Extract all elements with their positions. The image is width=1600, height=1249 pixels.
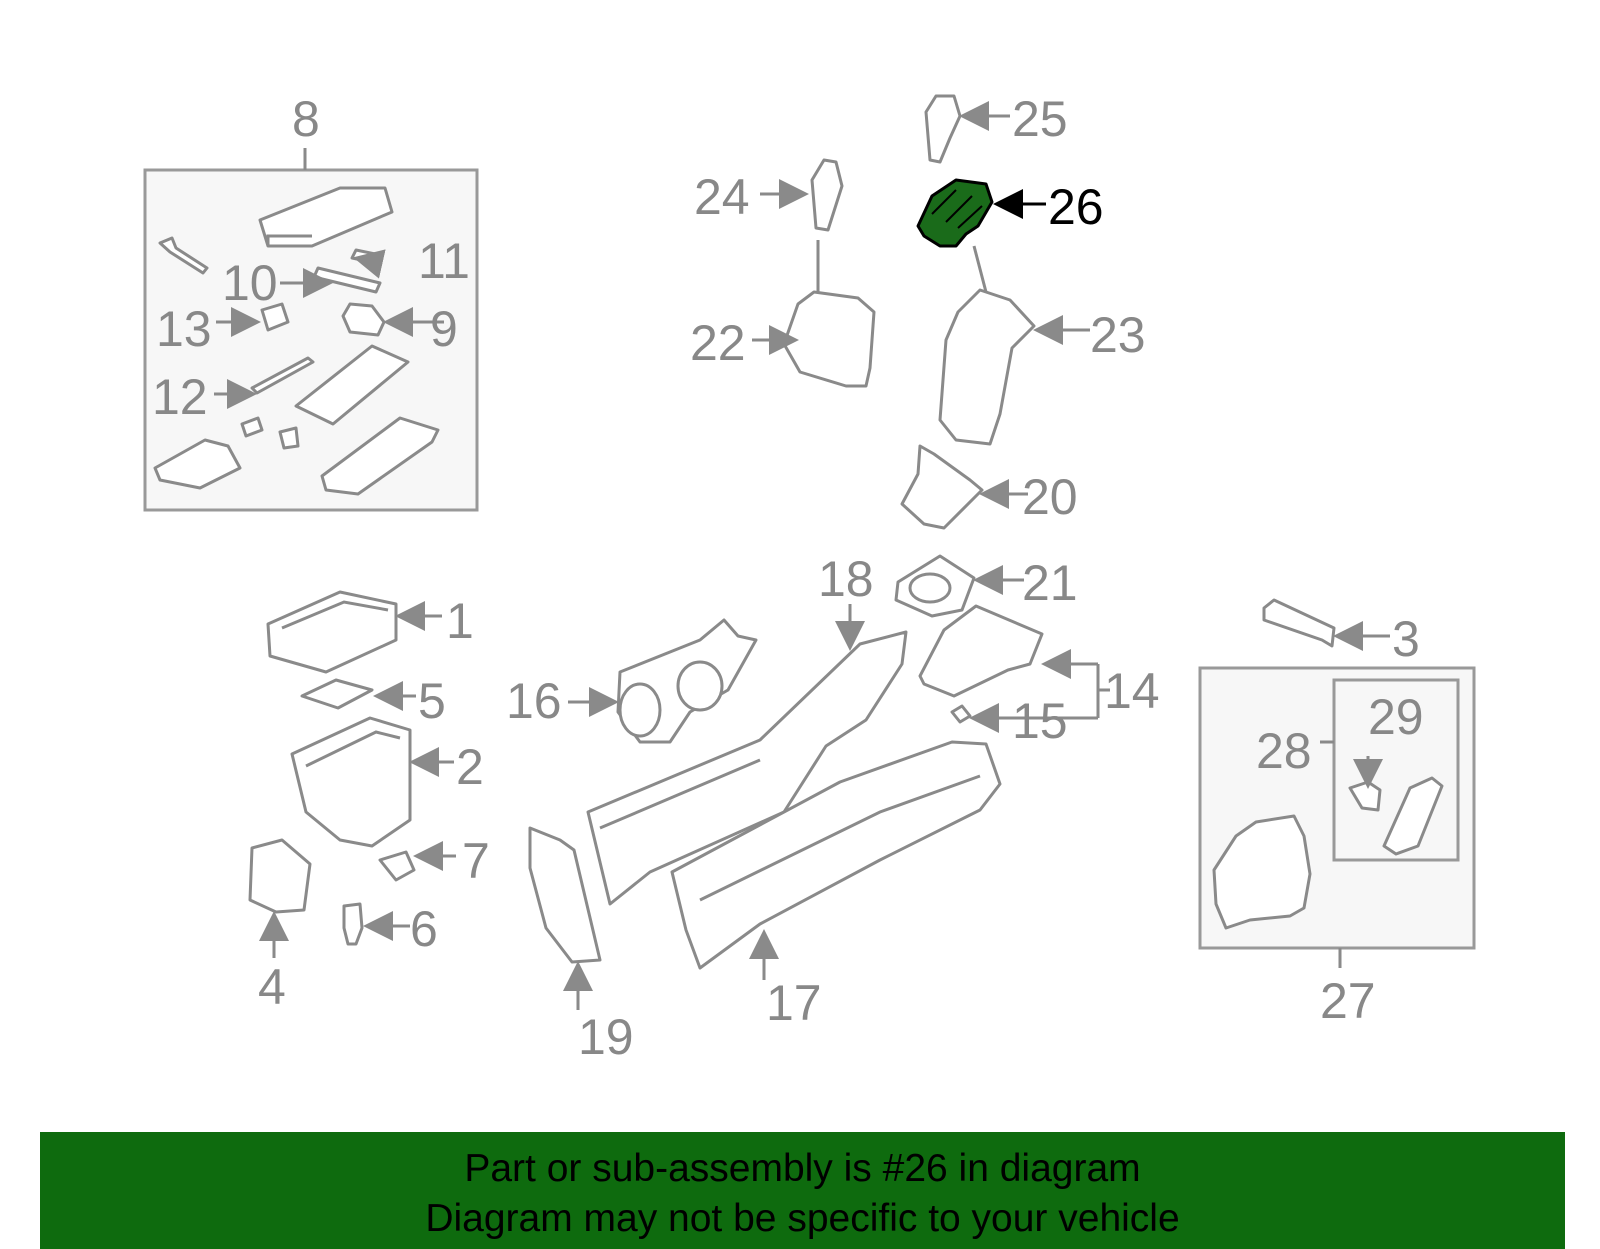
item-7-clip [378, 850, 416, 882]
callout-2: 2 [456, 739, 484, 795]
callout-3: 3 [1392, 611, 1420, 667]
item-15-clip [950, 704, 972, 724]
item-20-boot [900, 444, 984, 530]
info-banner: Part or sub-assembly is #26 in diagram D… [40, 1132, 1565, 1249]
item-3-trim [1262, 598, 1336, 648]
callout-21: 21 [1022, 555, 1078, 611]
callout-12: 12 [152, 369, 208, 425]
item-24-knob [810, 158, 844, 232]
item-5-pad [300, 678, 374, 710]
item-19-trim [528, 826, 602, 964]
callout-28: 28 [1256, 723, 1312, 779]
callout-29: 29 [1368, 689, 1424, 745]
callout-14: 14 [1104, 663, 1160, 719]
banner-line-1: Part or sub-assembly is #26 in diagram [464, 1147, 1141, 1190]
item-25-knob [924, 94, 962, 164]
callout-5: 5 [418, 673, 446, 729]
item-26-highlighted-part [916, 178, 994, 248]
item-16-cup-holder [616, 618, 758, 744]
callout-13: 13 [156, 301, 212, 357]
callout-18: 18 [818, 551, 874, 607]
callout-26: 26 [1048, 179, 1104, 235]
callout-20: 20 [1022, 469, 1078, 525]
item-14-bracket [918, 604, 1044, 698]
callout-24: 24 [694, 169, 750, 225]
item-1-tray [266, 590, 398, 674]
callout-17: 17 [766, 975, 822, 1031]
banner-line-2: Diagram may not be specific to your vehi… [425, 1197, 1180, 1240]
callout-9: 9 [430, 301, 458, 357]
item-4-bracket [248, 838, 312, 914]
callout-15: 15 [1012, 693, 1068, 749]
subassembly-box-27 [1198, 666, 1476, 968]
leader-lines [214, 101, 1390, 1010]
item-21-bezel [894, 554, 976, 618]
callout-8: 8 [292, 91, 320, 147]
item-22-shifter [782, 240, 876, 388]
item-23-shifter [938, 245, 1036, 446]
callout-27: 27 [1320, 973, 1376, 1029]
callout-4: 4 [258, 959, 286, 1015]
item-17-console-body [670, 740, 1002, 970]
callout-16: 16 [506, 673, 562, 729]
callout-6: 6 [410, 901, 438, 957]
item-18-console-side [586, 630, 908, 906]
callout-22: 22 [690, 315, 746, 371]
callout-10: 10 [222, 255, 278, 311]
callout-11: 11 [418, 233, 470, 289]
callout-1: 1 [446, 593, 474, 649]
item-2-bin [290, 716, 412, 848]
callout-23: 23 [1090, 307, 1146, 363]
callout-numbers: 8 11 10 13 9 12 1 5 2 7 6 4 16 19 17 18 … [152, 91, 1424, 1065]
item-6-pin [342, 902, 364, 946]
callout-25: 25 [1012, 91, 1068, 147]
callout-19: 19 [578, 1009, 634, 1065]
callout-7: 7 [462, 833, 490, 889]
